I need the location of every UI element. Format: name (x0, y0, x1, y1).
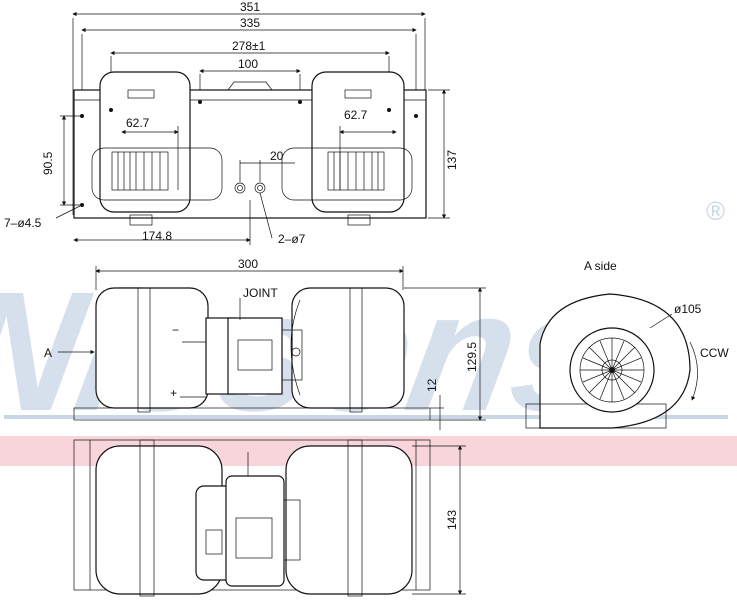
dim-center-spacing: 100 (238, 57, 258, 71)
bottom-view: 143 (73, 439, 466, 597)
label-view-a: A (44, 346, 52, 360)
dim-hole-spacing: 278±1 (232, 39, 266, 53)
dim-wheel-diameter: ø105 (674, 302, 702, 316)
label-joint: JOINT (243, 286, 278, 300)
top-view: 351 335 278±1 100 (4, 0, 459, 246)
watermark-registered-mark: ® (706, 196, 725, 226)
label-rotation: CCW (700, 346, 729, 360)
dim-overall-width: 351 (240, 0, 260, 14)
label-plus: + (170, 386, 177, 400)
note-mounting-holes: 7–ø4.5 (4, 216, 42, 230)
dim-pin-spacing: 20 (270, 149, 284, 163)
dim-bottom-height: 143 (445, 510, 459, 530)
front-view: 300 JOINT − + A 129.5 12 (44, 257, 486, 430)
side-view: A side ø105 CCW (525, 259, 729, 429)
dim-front-height: 129.5 (465, 342, 479, 372)
dim-mount-width: 335 (240, 16, 260, 30)
mounting-holes (80, 100, 418, 207)
dim-right-fan: 62.7 (344, 108, 368, 122)
dim-left-fan: 62.7 (126, 116, 150, 130)
dim-front-width: 300 (238, 257, 258, 271)
note-pins: 2–ø7 (278, 232, 306, 246)
dim-vertical-spacing: 90.5 (41, 151, 55, 175)
dim-top-height: 137 (445, 150, 459, 170)
label-minus: − (172, 323, 179, 337)
side-view-title: A side (584, 259, 617, 273)
dim-base-thickness: 12 (425, 378, 439, 392)
dim-offset: 174.8 (142, 229, 172, 243)
